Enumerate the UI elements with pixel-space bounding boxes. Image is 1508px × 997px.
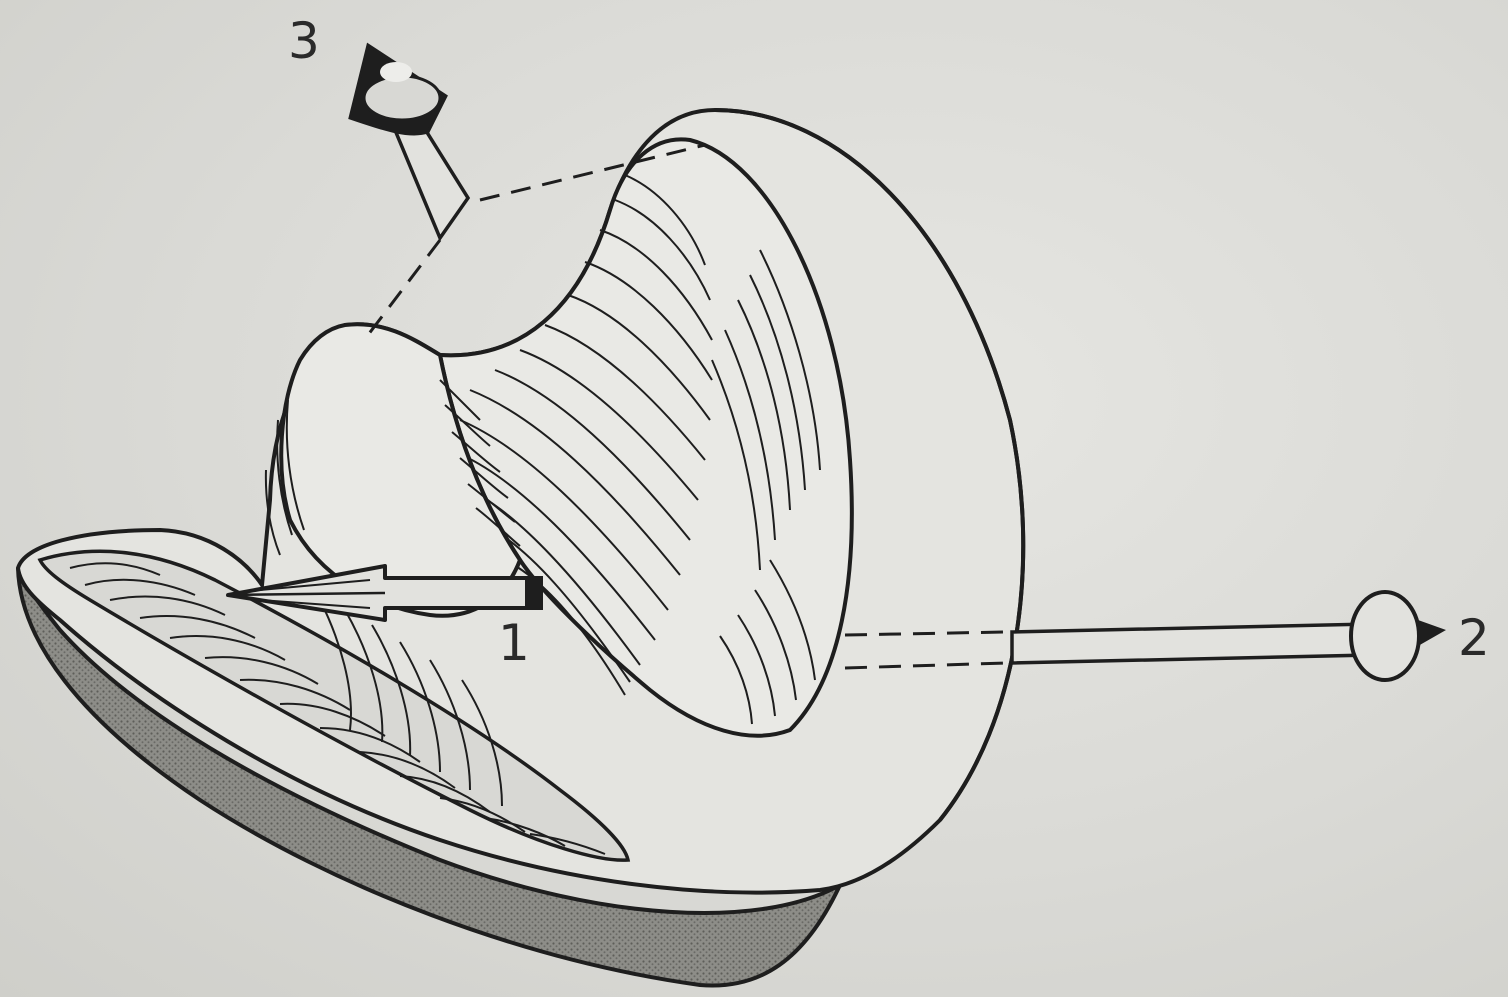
callout-label-3: 3	[288, 12, 320, 70]
callout-label-2: 2	[1458, 609, 1490, 667]
callout-label-1: 1	[498, 614, 530, 672]
